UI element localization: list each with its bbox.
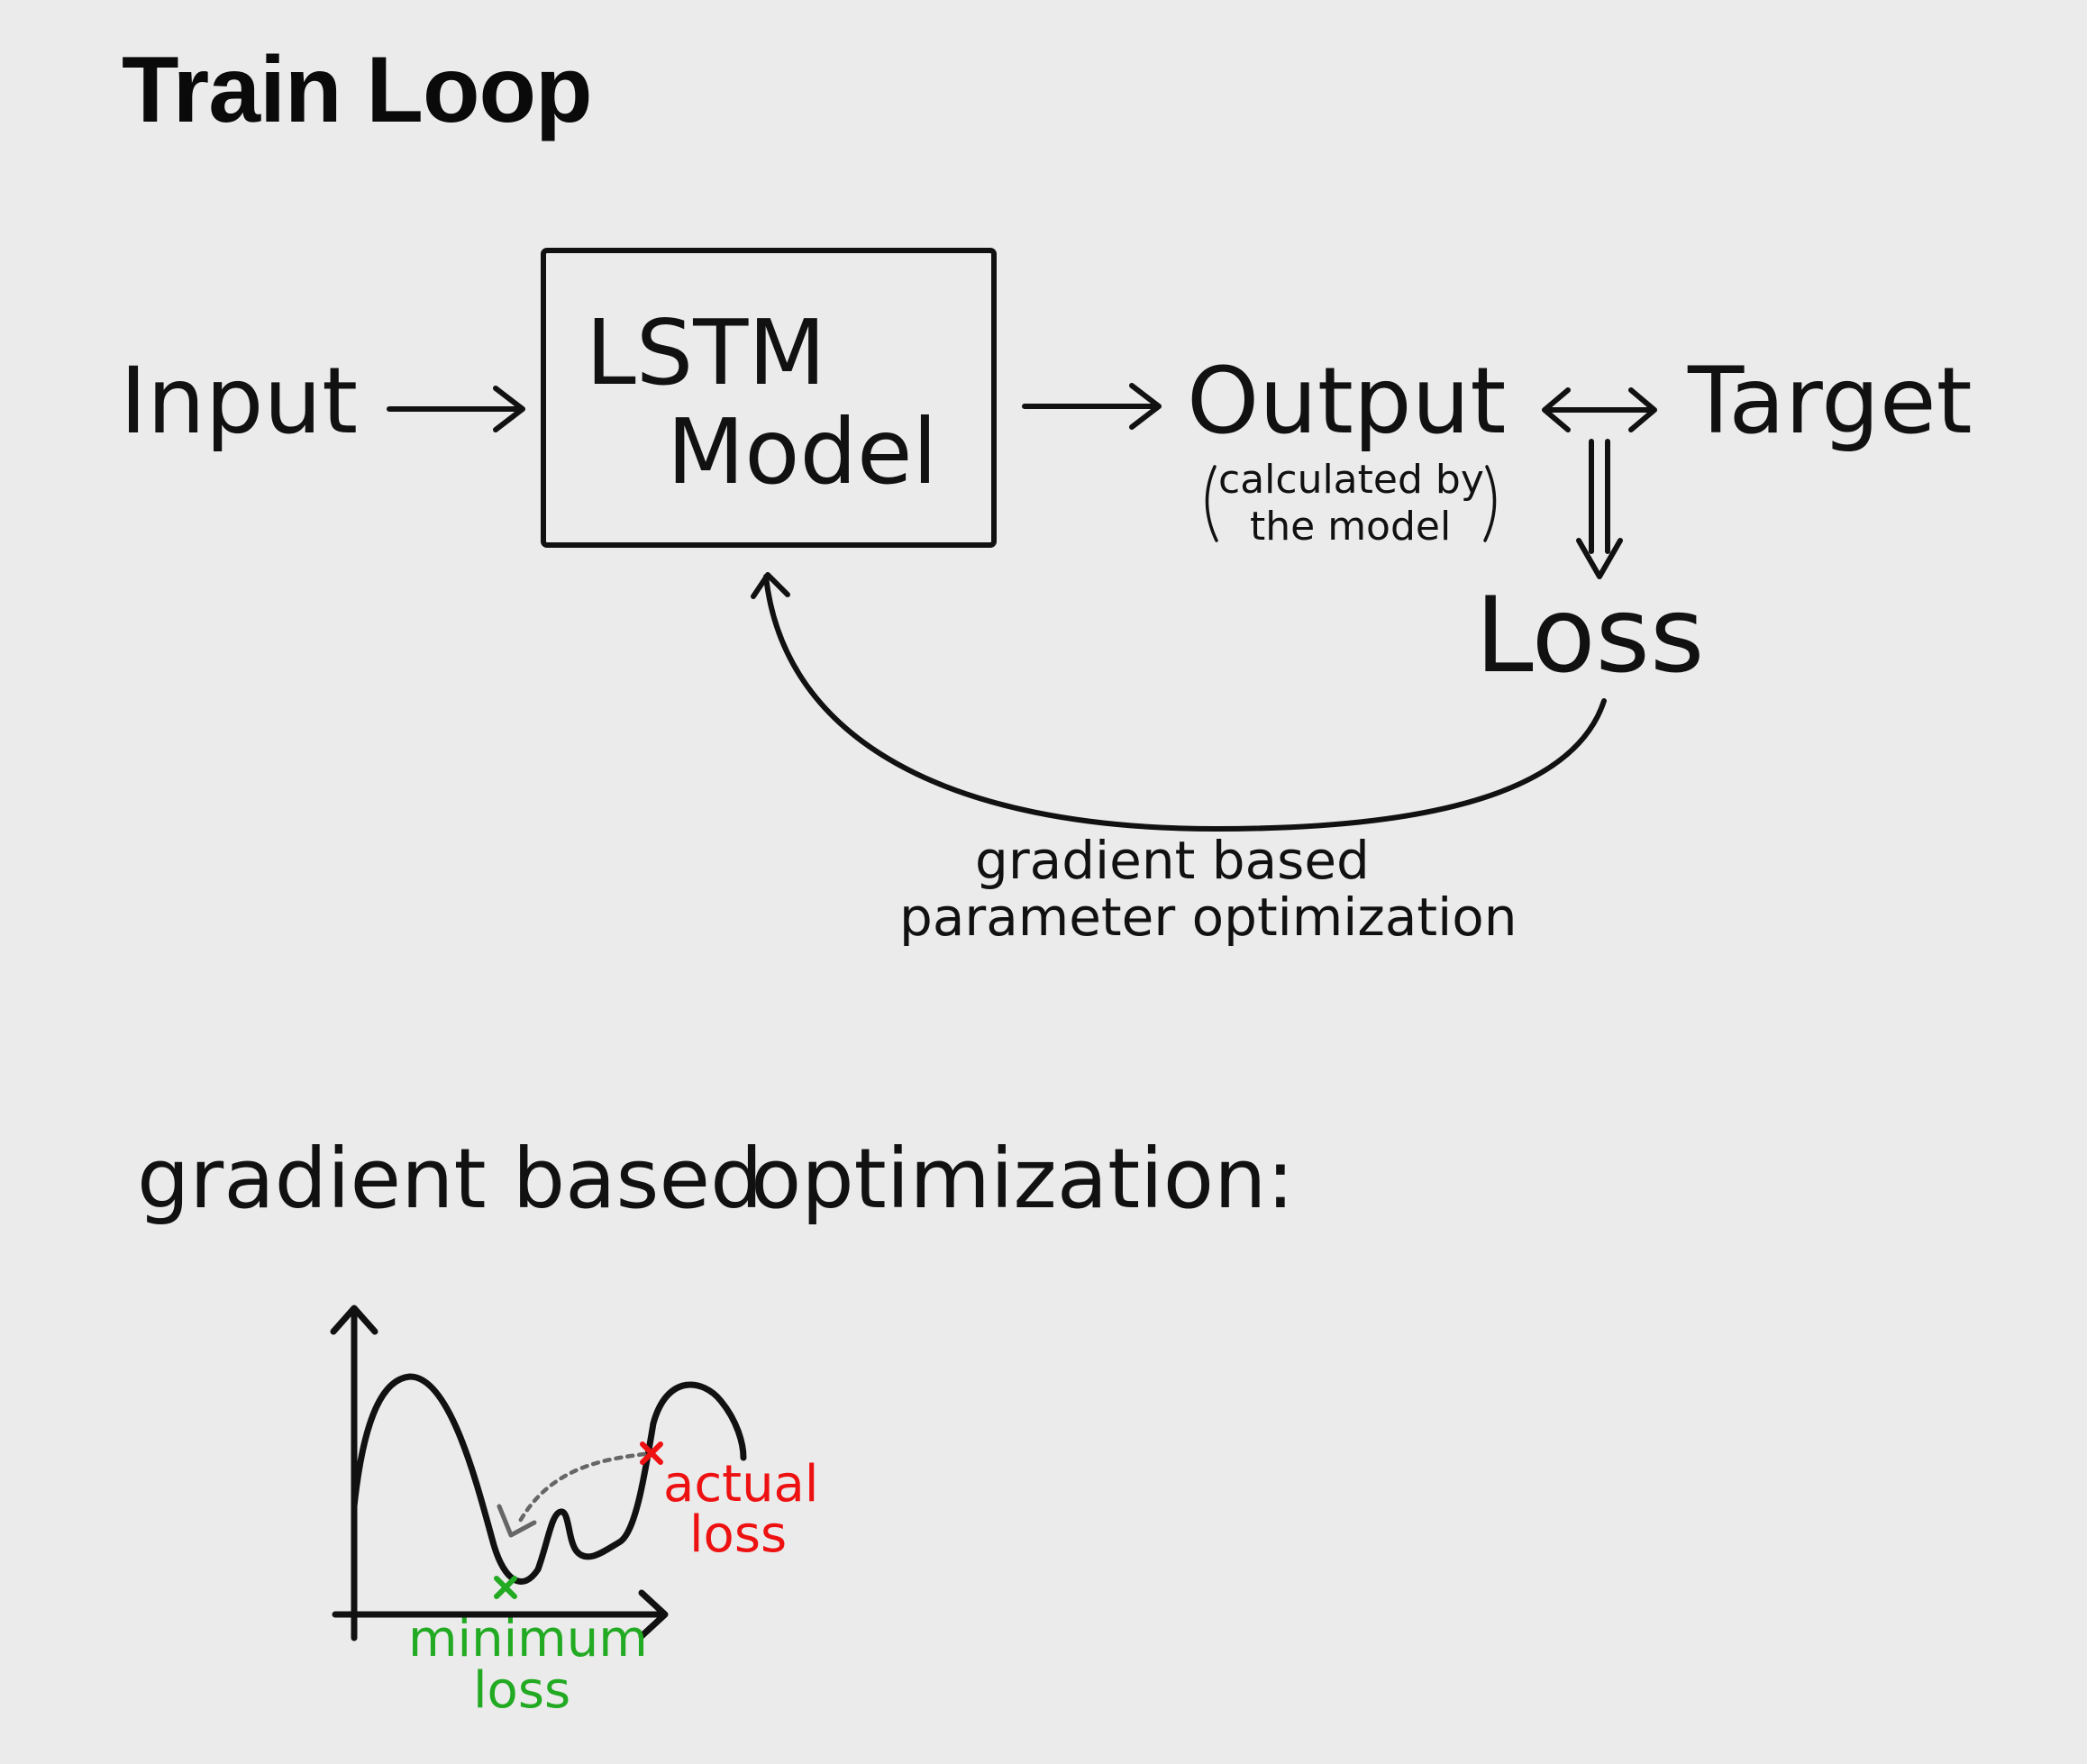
compare-to-loss-arrow <box>1576 439 1623 579</box>
minimum-loss-label-line1: minimum <box>408 1610 648 1669</box>
optimization-step-arrow <box>515 1451 647 1527</box>
output-note-line2: the model <box>1250 504 1451 550</box>
x-axis-arrow <box>332 1589 669 1640</box>
loss-curve <box>351 1373 747 1585</box>
output-target-double-arrow <box>1542 387 1657 432</box>
minimum-loss-label-line2: loss <box>473 1661 570 1720</box>
output-note-line1: calculated by <box>1218 457 1484 503</box>
page-title: Train Loop <box>122 38 593 142</box>
loss-label: Loss <box>1475 575 1704 696</box>
optimization-step-arrowhead <box>497 1504 537 1538</box>
model-to-output-arrow <box>1022 383 1162 430</box>
feedback-label-line2: parameter optimization <box>899 887 1517 948</box>
lstm-model-box <box>541 248 997 548</box>
y-axis-arrow <box>330 1305 378 1641</box>
minimum-loss-marker <box>494 1576 517 1599</box>
optimization-heading-word2: optimization: <box>751 1131 1294 1227</box>
actual-loss-label-line1: actual <box>663 1455 818 1514</box>
actual-loss-label-line2: loss <box>689 1505 787 1564</box>
model-label-line2: Model <box>667 399 937 505</box>
optimization-heading-word1: gradient based <box>137 1131 763 1227</box>
input-to-model-arrow <box>387 386 525 432</box>
feedback-arrow <box>751 572 1607 832</box>
output-label: Output <box>1187 348 1506 455</box>
output-note-open-paren <box>1205 465 1218 542</box>
model-label-line1: LSTM <box>586 300 826 405</box>
feedback-label-line1: gradient based <box>975 830 1370 891</box>
actual-loss-marker <box>640 1441 663 1465</box>
output-note-close-paren <box>1483 465 1497 542</box>
input-label: Input <box>120 348 358 455</box>
target-label: Target <box>1687 348 1973 455</box>
